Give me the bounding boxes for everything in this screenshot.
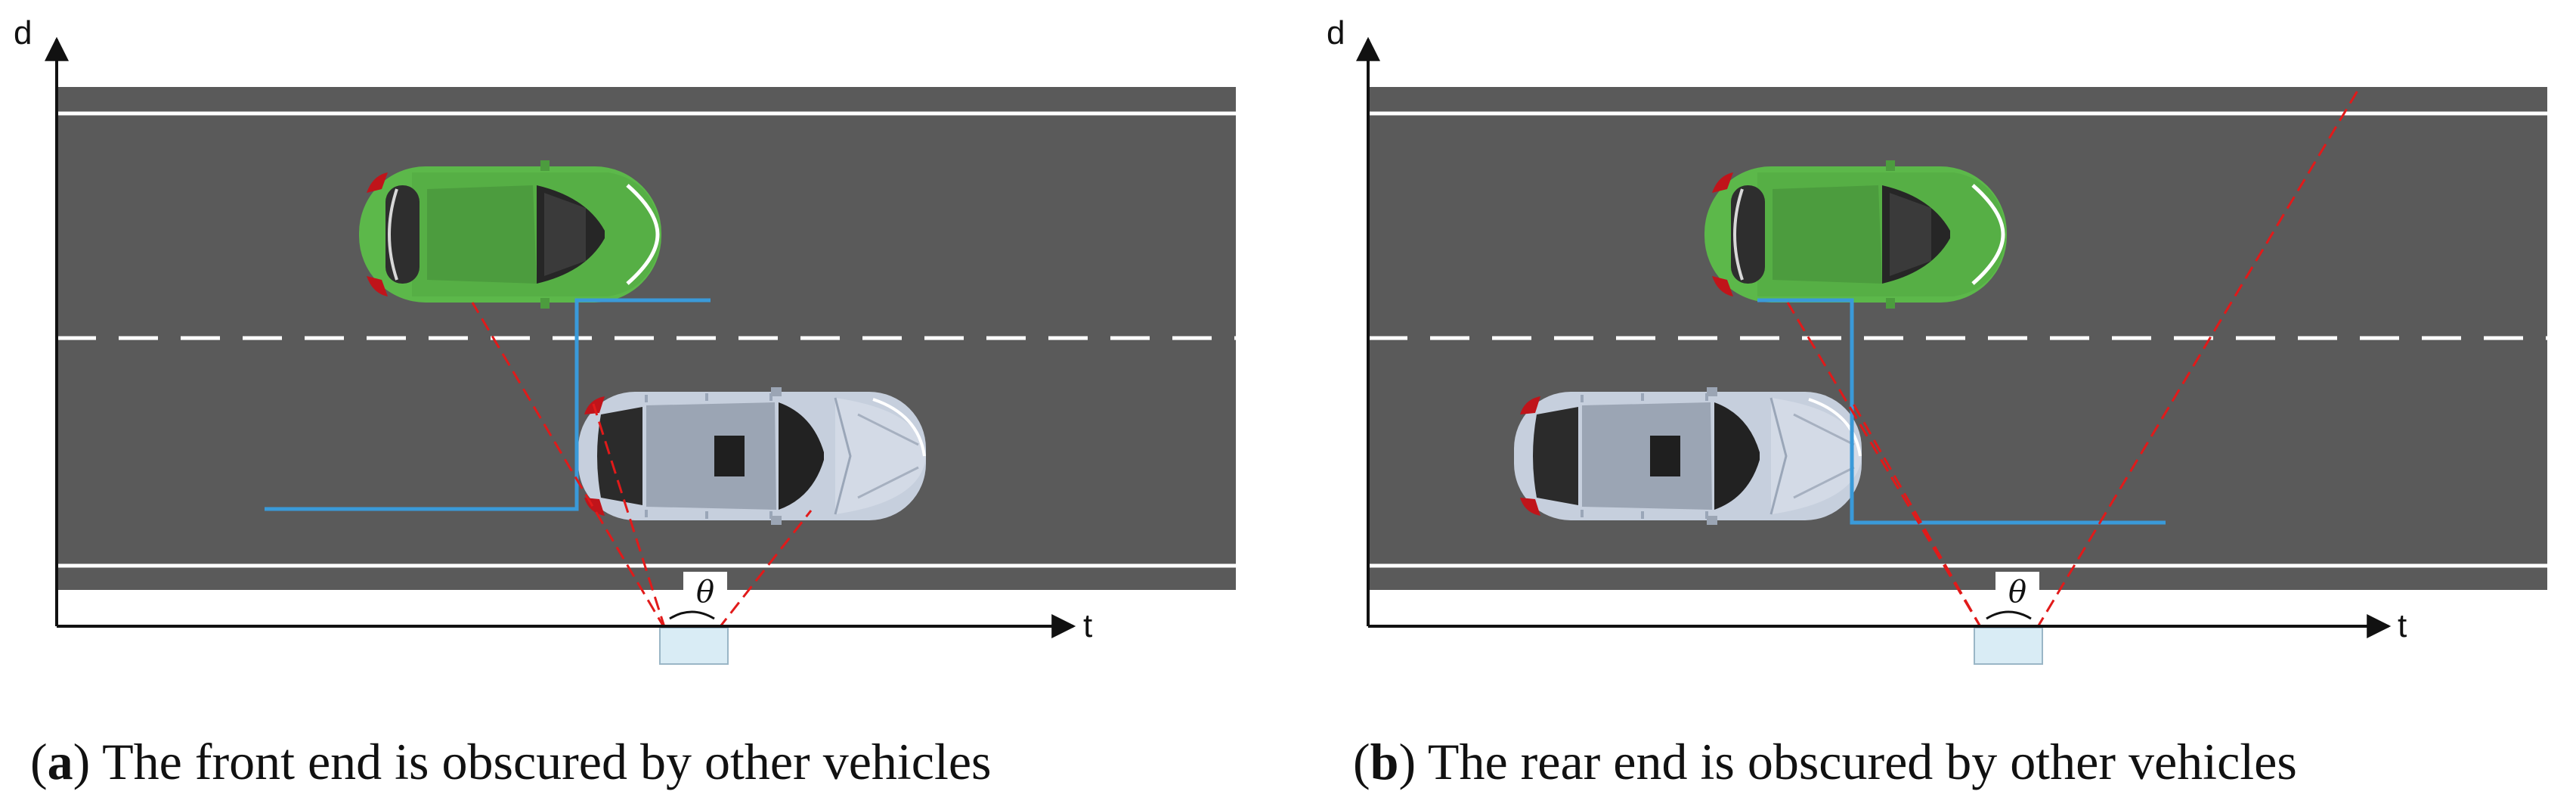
angle-arc (1986, 610, 2032, 620)
sensor-box (1974, 627, 2043, 665)
caption-b: (b) The rear end is obscured by other ve… (1353, 733, 2297, 790)
sensor-box (659, 627, 729, 665)
y-axis-label: d (1327, 14, 1345, 51)
green-car (1704, 160, 2007, 309)
caption-text: The front end is obscured by other vehic… (102, 733, 992, 790)
panel-b: θ d t (1327, 14, 2547, 665)
panel-a: θ d t (14, 14, 1236, 665)
caption-letter: b (1370, 733, 1399, 790)
laser-ray-right (2035, 86, 2361, 630)
laser-ray-center (1852, 403, 1983, 630)
angle-label-box (1995, 572, 2039, 611)
laser-ray-right (717, 510, 813, 630)
silver-car (577, 386, 927, 526)
y-axis-label: d (14, 14, 32, 51)
x-axis-label: t (1083, 607, 1092, 644)
trajectory-line (265, 298, 711, 511)
caption-a: (a) The front end is obscured by other v… (30, 733, 992, 790)
caption-letter: a (47, 733, 73, 790)
angle-label-box (683, 572, 727, 611)
angle-arc (669, 610, 715, 620)
laser-ray-left (471, 302, 667, 630)
caption-text: The rear end is obscured by other vehicl… (1427, 733, 2297, 790)
laser-ray-center (592, 403, 667, 630)
x-axis-label: t (2398, 607, 2407, 644)
laser-ray-left (1786, 302, 1983, 630)
green-car (359, 160, 661, 309)
angle-label: θ (2008, 575, 2026, 610)
angle-label: θ (696, 575, 714, 610)
silver-car (1512, 386, 1863, 526)
